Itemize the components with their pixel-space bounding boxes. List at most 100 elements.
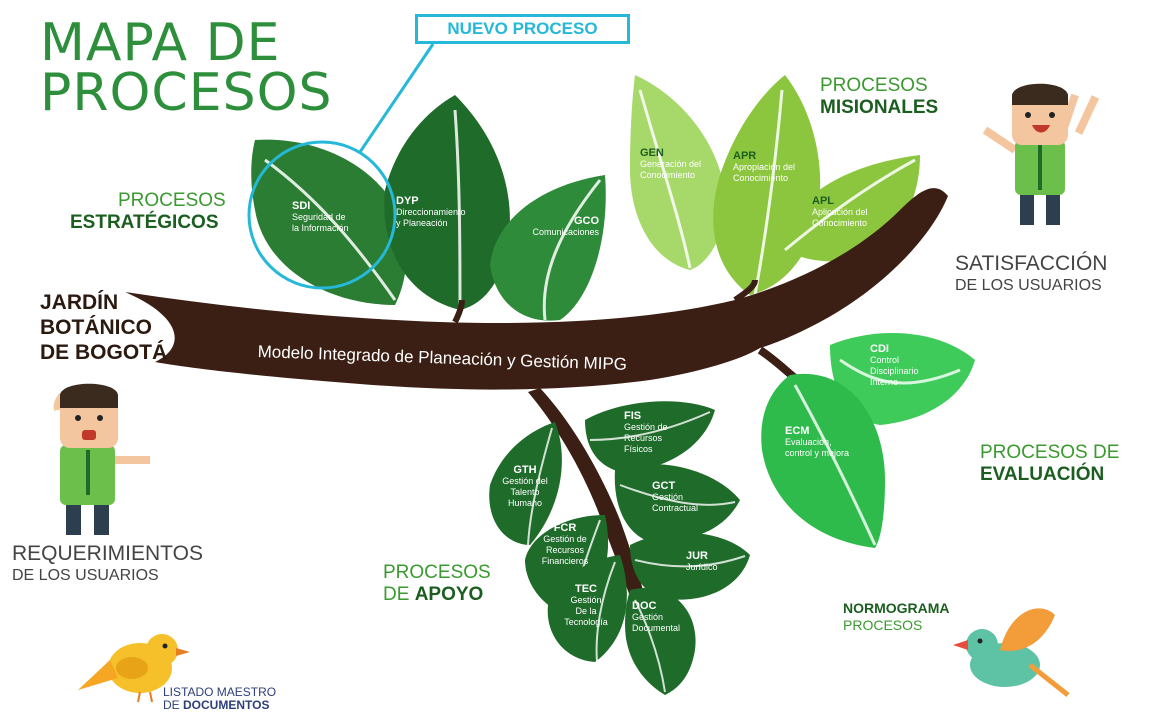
leaf-ecm-text[interactable]: ECM Evaluación, control y mejora xyxy=(785,425,849,459)
leaf-dyp-name-2: y Planeación xyxy=(396,218,448,228)
leaf-apr[interactable] xyxy=(713,75,821,296)
leaf-jur-code: JUR xyxy=(686,550,709,562)
nuevo-proceso-button[interactable]: NUEVO PROCESO xyxy=(415,14,630,44)
leaf-fcr-text[interactable]: FCR Gestión de Recursos Financieros xyxy=(537,522,593,567)
leaf-gen[interactable] xyxy=(630,75,726,270)
leaf-apr-code: APR xyxy=(733,150,757,162)
leaf-dyp-text[interactable]: DYP Direccionamiento y Planeación xyxy=(396,195,466,229)
leaf-ecm-code: ECM xyxy=(785,425,810,437)
leaf-fis-text[interactable]: FIS Gestión de Recursos Físicos xyxy=(624,410,668,455)
leaf-cdi-name-2: Disciplinario xyxy=(870,366,919,376)
leaf-tec-name-3: Tecnología xyxy=(564,617,608,627)
leaf-sdi-code: SDI xyxy=(292,200,311,212)
group-apoyo-line2-bold: APOYO xyxy=(414,584,484,605)
leaf-fis-name-1: Gestión de xyxy=(624,422,668,432)
leaf-gth-text[interactable]: GTH Gestión del Talento Humano xyxy=(500,464,550,509)
worried-user-icon xyxy=(53,383,150,535)
leaf-cdi-code: CDI xyxy=(870,343,889,355)
leaf-gct-name-1: Gestión xyxy=(652,492,684,502)
leaf-gct[interactable] xyxy=(614,464,740,541)
leaf-fis-name-3: Físicos xyxy=(624,444,653,454)
leaf-apl-code: APL xyxy=(812,195,834,207)
leaf-apl-name-2: Conocimiento xyxy=(812,218,868,228)
group-misionales-line2: MISIONALES xyxy=(820,97,939,118)
leaf-tec-text[interactable]: TEC Gestión De la Tecnología xyxy=(560,583,612,628)
leaf-tec[interactable] xyxy=(547,555,627,663)
leaf-apr-name-2: Conocimiento xyxy=(733,173,789,183)
leaf-doc[interactable] xyxy=(625,588,696,695)
leaf-tec-name-2: De la xyxy=(575,606,597,616)
group-apoyo[interactable]: PROCESOS DE APOYO xyxy=(383,562,491,606)
happy-user-icon xyxy=(982,83,1100,225)
group-estrategicos[interactable]: PROCESOS ESTRATÉGICOS xyxy=(70,190,226,234)
group-misionales[interactable]: PROCESOS MISIONALES xyxy=(820,75,938,119)
highlight-circle xyxy=(247,43,435,290)
leaf-fcr-name-1: Gestión de xyxy=(543,534,587,544)
leaf-dyp-name-1: Direccionamiento xyxy=(396,207,466,217)
leaf-gct-name-2: Contractual xyxy=(652,503,699,513)
group-evaluacion-line2: EVALUACIÓN xyxy=(980,464,1105,485)
leaf-gct-text[interactable]: GCT Gestión Contractual xyxy=(652,480,698,514)
leaf-dyp-code: DYP xyxy=(396,195,419,207)
group-estrategicos-line2: ESTRATÉGICOS xyxy=(70,212,219,233)
leaf-gco-text[interactable]: GCO Comunicaciones xyxy=(513,215,599,238)
listado-line2-prefix: DE xyxy=(163,698,184,712)
leaf-doc-name-2: Documental xyxy=(632,623,681,633)
leaf-cdi-text[interactable]: CDI Control Disciplinario Interno xyxy=(870,343,919,388)
leaf-fcr-name-2: Recursos xyxy=(545,545,584,555)
leaf-doc-text[interactable]: DOC Gestión Documental xyxy=(632,600,680,634)
leaf-ecm[interactable] xyxy=(761,373,885,548)
leaf-fis[interactable] xyxy=(585,401,715,472)
listado-maestro-link[interactable]: LISTADO MAESTRO DE DOCUMENTOS xyxy=(163,686,276,712)
leaf-fis-code: FIS xyxy=(624,410,642,422)
satisfaccion-label: SATISFACCIÓN DE LOS USUARIOS xyxy=(955,252,1107,296)
leaf-doc-code: DOC xyxy=(632,600,657,612)
listado-line1: LISTADO MAESTRO xyxy=(163,685,277,699)
requerimientos-label: REQUERIMIENTOS DE LOS USUARIOS xyxy=(12,542,203,586)
org-line-1: JARDÍN xyxy=(40,291,119,314)
leaf-gen-name-1: Generación del xyxy=(640,159,702,169)
org-line-2: BOTÁNICO xyxy=(40,316,152,339)
group-apoyo-line1: PROCESOS xyxy=(383,562,491,583)
leaf-ecm-name-2: control y mejora xyxy=(785,448,850,458)
leaf-apr-text[interactable]: APR Apropiación del Conocimiento xyxy=(733,150,795,184)
leaf-apl-text[interactable]: APL Aplicación del Conocimiento xyxy=(812,195,868,229)
leaf-gth-name-2: Talento xyxy=(510,487,540,497)
leaf-jur[interactable] xyxy=(630,532,750,600)
leaf-jur-text[interactable]: JUR Jurídico xyxy=(686,550,718,573)
leaf-gen-name-2: Conocimiento xyxy=(640,170,696,180)
group-apoyo-line2-prefix: DE xyxy=(383,584,415,605)
org-name: JARDÍN BOTÁNICO DE BOGOTÁ xyxy=(40,290,167,365)
leaf-gco-name-1: Comunicaciones xyxy=(532,227,599,237)
leaf-sdi-text[interactable]: SDI Seguridad de la Información xyxy=(292,200,349,234)
leaf-sdi-name-1: Seguridad de xyxy=(292,212,346,222)
yellow-bird-icon[interactable] xyxy=(78,634,190,703)
leaf-sdi[interactable] xyxy=(251,139,407,305)
leaf-fcr-code: FCR xyxy=(553,522,577,534)
satisfaccion-line2: DE LOS USUARIOS xyxy=(955,277,1102,294)
colorful-bird-icon[interactable] xyxy=(953,608,1070,697)
requerimientos-line1: REQUERIMIENTOS xyxy=(12,542,203,565)
leaf-fcr-name-3: Financieros xyxy=(541,556,589,566)
group-estrategicos-line1: PROCESOS xyxy=(118,190,226,211)
page-title: MAPA DE PROCESOS xyxy=(40,13,333,119)
leaf-gth-name-3: Humano xyxy=(507,498,543,508)
leaf-dyp[interactable] xyxy=(384,95,510,311)
leaf-tec-name-1: Gestión xyxy=(570,595,602,605)
leaf-gth[interactable] xyxy=(489,422,562,546)
leaf-gco-code: GCO xyxy=(573,215,599,227)
leaf-cdi-name-1: Control xyxy=(870,355,900,365)
leaf-cdi-name-3: Interno xyxy=(870,377,899,387)
leaf-cdi[interactable] xyxy=(830,333,975,425)
leaf-doc-name-1: Gestión xyxy=(632,612,664,622)
leaf-gco[interactable] xyxy=(490,175,606,321)
leaf-fis-name-2: Recursos xyxy=(624,433,663,443)
leaf-tec-code: TEC xyxy=(575,583,597,595)
title-line-1: MAPA DE xyxy=(40,13,281,73)
leaf-apl-name-1: Aplicación del xyxy=(812,207,868,217)
normograma-link[interactable]: NORMOGRAMA PROCESOS xyxy=(843,600,950,634)
leaf-gen-text[interactable]: GEN Generación del Conocimiento xyxy=(640,147,701,181)
group-evaluacion[interactable]: PROCESOS DE EVALUACIÓN xyxy=(980,442,1119,486)
